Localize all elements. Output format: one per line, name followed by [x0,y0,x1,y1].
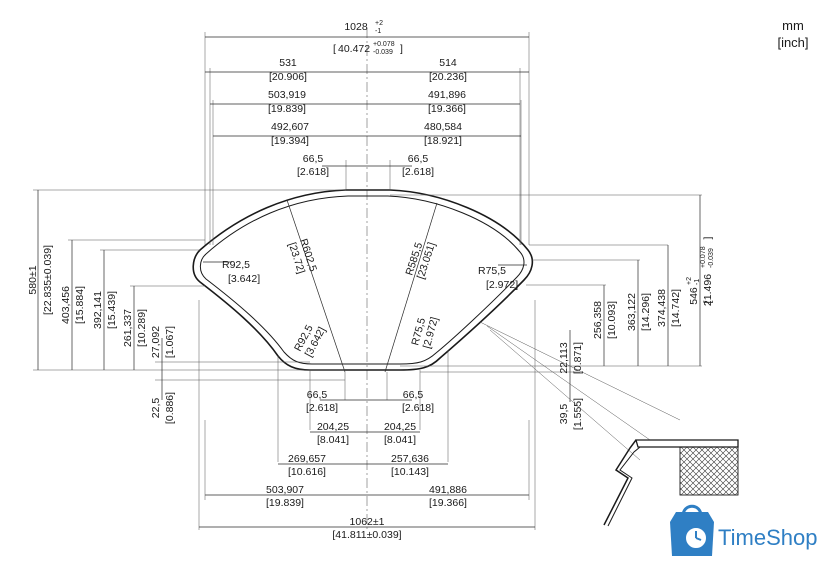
dim-580: 580±1 [27,265,39,294]
dim-480-inch: [18.921] [424,135,462,147]
dim-204-right: 204,25 [384,421,416,433]
dim-546-inch-tol-up: +0.078 [700,246,707,268]
section-detail [603,439,739,527]
dim-1028-inch-tol-low: -0.039 [373,49,393,56]
radius-r75-right: R75,5 [478,265,506,277]
radius-r92-top-inch: [3.642] [228,273,260,285]
units-secondary: [inch] [777,35,808,50]
svg-text:]: ] [702,236,714,239]
dim-580-inch: [22.835±0.039] [42,245,54,315]
dim-256-inch: [10.093] [606,301,618,339]
dim-1062-inch: [41.811±0.039] [332,529,401,541]
dim-66-bottom-right-inch: [2.618] [402,402,434,414]
dim-22-5-inch: [0.886] [164,392,176,424]
dim-546: 546 [688,287,700,305]
sink-outline-outer [192,189,534,371]
dim-491-inch: [19.366] [428,103,466,115]
dim-66-top-left: 66,5 [303,153,324,165]
dim-403-inch: [15.884] [74,286,86,324]
dim-1028-tol-low: -1 [375,28,381,35]
dim-261-inch: [10.289] [136,309,148,347]
dim-363-inch: [14.296] [640,293,652,331]
dim-1062: 1062±1 [350,516,385,528]
svg-text:[: [ [702,300,714,303]
dim-1028: 1028 [344,21,368,33]
radius-r75-right-inch: [2.972] [486,279,518,291]
dim-491-bottom-inch: [19.366] [429,497,467,509]
leader-r585 [384,202,438,373]
svg-text:]: ] [400,43,403,55]
leader-r602 [286,199,346,373]
dim-503-bottom-inch: [19.839] [266,497,304,509]
radius-r92-top: R92,5 [222,259,250,271]
dim-39-5-inch: [1.555] [572,398,584,430]
dim-66-bottom-right: 66,5 [403,389,424,401]
dim-491-bottom: 491,886 [429,484,467,496]
dim-531: 531 [279,57,297,69]
shopping-bag-clock-icon [670,504,714,556]
dim-363: 363,122 [626,293,638,331]
dim-392-inch: [15.439] [106,291,118,329]
dim-374: 374,438 [656,289,668,327]
svg-text:[: [ [333,43,336,55]
dim-546-inch: 21.496 [702,274,714,306]
dim-503-bottom: 503,907 [266,484,304,496]
dim-392: 392,141 [92,291,104,329]
dim-503: 503,919 [268,89,306,101]
dim-22-113: 22,113 [558,342,570,373]
dim-503-inch: [19.839] [268,103,306,115]
dim-257: 257,636 [391,453,429,465]
timeshop-logo: TimeShop [670,504,817,556]
dim-546-tol-low: -1 [694,279,701,285]
dim-39-5: 39,5 [558,404,570,425]
logo-text: TimeShop [718,525,817,550]
dim-374-inch: [14.742] [670,289,682,327]
dim-256: 256,358 [592,301,604,339]
dim-204-left-inch: [8.041] [317,434,349,446]
units-primary: mm [782,18,804,33]
sink-outline-inner [199,195,525,365]
dim-531-inch: [20.906] [269,71,307,83]
dim-514: 514 [439,57,457,69]
dim-257-inch: [10.143] [391,466,429,478]
dim-403: 403,456 [60,286,72,324]
dim-66-top-right-inch: [2.618] [402,166,434,178]
dim-27-inch: [1.067] [164,326,176,358]
dim-66-top-left-inch: [2.618] [297,166,329,178]
dim-261: 261,337 [122,309,134,347]
dim-1028-tol-up: +2 [375,20,383,27]
dim-269: 269,657 [288,453,326,465]
dim-546-inch-tol-low: -0.039 [708,248,715,268]
dim-66-bottom-left: 66,5 [307,389,328,401]
dim-480: 480,584 [424,121,462,133]
dim-66-bottom-left-inch: [2.618] [306,402,338,414]
dim-492: 492,607 [271,121,309,133]
dim-204-left: 204,25 [317,421,349,433]
dim-269-inch: [10.616] [288,466,326,478]
dim-22-113-inch: [0.871] [572,342,584,374]
dim-27: 27,092 [150,326,162,358]
dim-514-inch: [20.236] [429,71,467,83]
dim-66-top-right: 66,5 [408,153,429,165]
dim-1028-inch: 40.472 [338,43,370,55]
dim-491: 491,896 [428,89,466,101]
dim-22-5: 22,5 [150,398,162,419]
dim-546-tol-up: +2 [686,277,693,285]
dim-1028-inch-tol-up: +0.078 [373,41,395,48]
dim-204-right-inch: [8.041] [384,434,416,446]
dim-492-inch: [19.394] [271,135,309,147]
